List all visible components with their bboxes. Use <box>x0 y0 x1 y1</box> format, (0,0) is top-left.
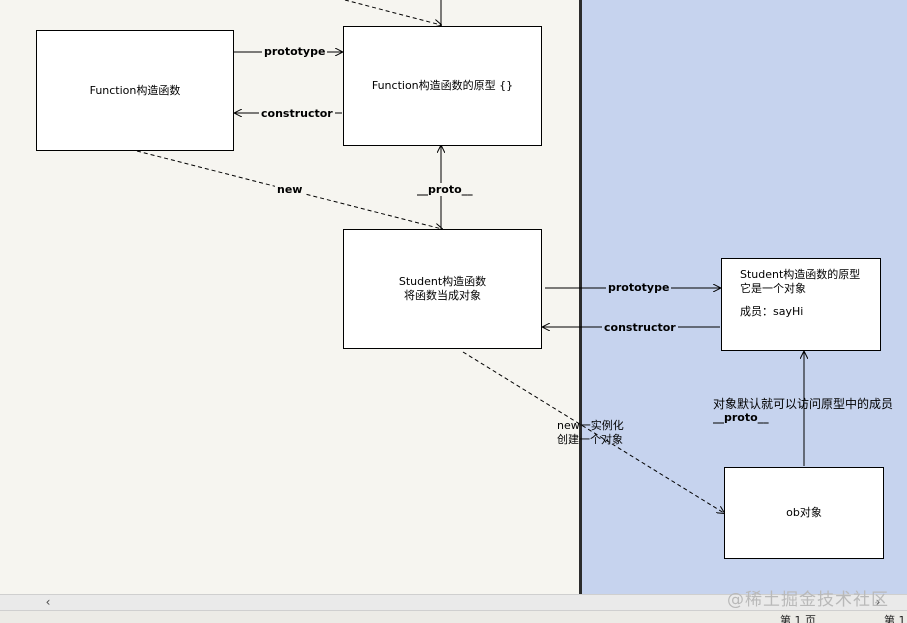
node-student-prototype[interactable]: Student构造函数的原型 它是一个对象 成员：sayHi <box>721 258 881 351</box>
edge-label-fn-constructor: constructor <box>259 107 335 120</box>
edge-label-student-prototype: prototype <box>606 281 672 294</box>
node-student-prototype-line-2: 它是一个对象 <box>740 282 806 295</box>
edge-label-student-proto: __proto__ <box>415 183 475 196</box>
edge-label-student-constructor: constructor <box>602 321 678 334</box>
node-student-constructor[interactable]: Student构造函数 将函数当成对象 <box>343 229 542 349</box>
scroll-right-icon[interactable]: › <box>875 595 881 609</box>
scroll-left-icon[interactable]: ‹ <box>45 595 51 609</box>
node-student-constructor-line-2: 将函数当成对象 <box>404 289 481 302</box>
edge-label-ob-proto-line-2: __proto__ <box>713 411 769 424</box>
edge-label-fn-prototype: prototype <box>262 45 328 58</box>
node-function-prototype-label: Function构造函数的原型 {} <box>371 79 514 92</box>
edge-top-dashed <box>344 0 441 25</box>
edge-label-ob-proto-line-1: 对象默认就可以访问原型中的成员 <box>713 397 894 411</box>
watermark: @稀土掘金技术社区 <box>727 590 889 610</box>
edge-label-new-instance-line-2: 创建一个对象 <box>557 433 623 446</box>
status-bar: 第 1 页 第 1 <box>0 610 907 623</box>
edge-label-fn-new: new <box>275 183 305 196</box>
edge-label-new-instance-line-1: new一实例化 <box>557 419 624 432</box>
node-student-prototype-line-3: 成员：sayHi <box>740 305 804 318</box>
diagram-canvas: Function构造函数 Function构造函数的原型 {} Student构… <box>36 0 907 594</box>
edge-label-new-instance: new一实例化 创建一个对象 <box>557 419 624 447</box>
node-function-prototype[interactable]: Function构造函数的原型 {} <box>343 26 542 146</box>
edge-new-instance <box>462 351 724 513</box>
node-student-prototype-line-1: Student构造函数的原型 <box>740 268 861 281</box>
node-ob-object-label: ob对象 <box>786 506 822 519</box>
horizontal-scrollbar[interactable]: ‹ › <box>0 594 907 610</box>
status-page-indicator: 第 1 页 <box>780 614 816 623</box>
node-function-constructor[interactable]: Function构造函数 <box>36 30 234 151</box>
edge-label-ob-proto: 对象默认就可以访问原型中的成员 __proto__ <box>713 397 893 425</box>
node-student-constructor-line-1: Student构造函数 <box>398 275 487 288</box>
status-page-indicator-2: 第 1 <box>884 614 906 623</box>
page-divider <box>579 0 582 594</box>
node-function-constructor-label: Function构造函数 <box>89 83 181 97</box>
node-ob-object[interactable]: ob对象 <box>724 467 884 559</box>
